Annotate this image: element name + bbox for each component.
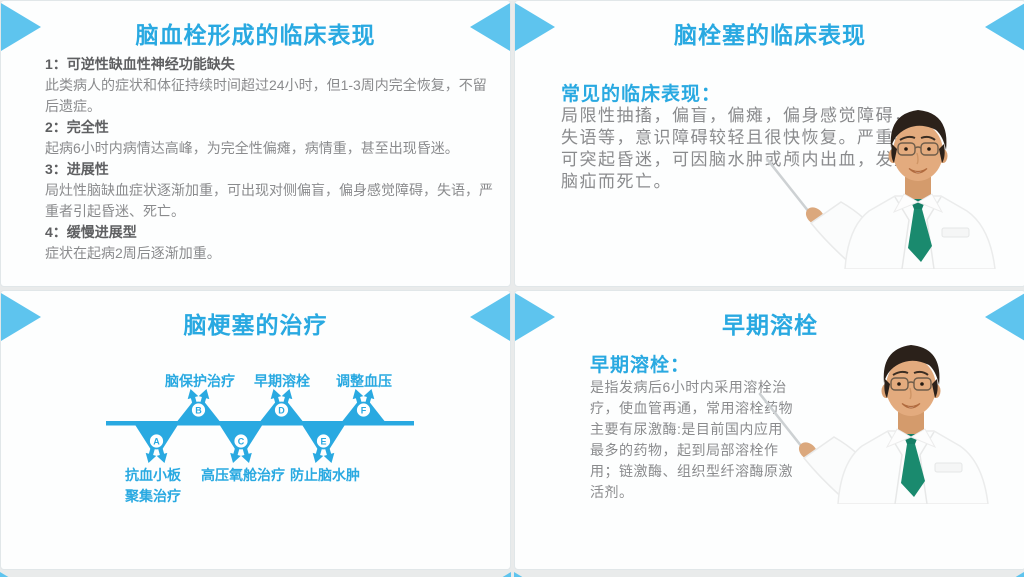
node-letter: B bbox=[195, 405, 202, 415]
body-paragraph: 局限性抽搐，偏盲，偏瘫，偏身感觉障碍，失语等，意识障碍较轻且很快恢复。严重者可突… bbox=[561, 106, 913, 191]
slide-thumbnail-1[interactable]: 脑血栓形成的临床表现 1：可逆性缺血性神经功能缺失 此类病人的症状和体征持续时间… bbox=[0, 0, 511, 287]
clinical-manifestation-list: 1：可逆性缺血性神经功能缺失 此类病人的症状和体征持续时间超过24小时，但1-3… bbox=[45, 54, 497, 264]
node-label: 早期溶栓 bbox=[254, 373, 310, 389]
corner-triangle-icon bbox=[471, 572, 511, 577]
slide-thumbnail-4[interactable]: 早期溶栓 早期溶栓： 是指发病后6小时内采用溶栓治疗，使血管再通，常用溶栓药物主… bbox=[514, 290, 1024, 570]
list-item-body: 局灶性脑缺血症状逐渐加重，可出现对侧偏盲，偏身感觉障碍，失语，严重者引起昏迷、死… bbox=[45, 182, 493, 219]
node-label: 脑保护治疗 bbox=[165, 373, 235, 389]
slide-title: 脑血栓形成的临床表现 bbox=[135, 22, 376, 48]
list-item-body: 症状在起病2周后逐渐加重。 bbox=[45, 245, 221, 261]
node-letter: D bbox=[278, 405, 285, 415]
slide-title: 脑梗塞的治疗 bbox=[183, 312, 328, 338]
node-letter: C bbox=[238, 436, 245, 446]
node-letter: A bbox=[153, 436, 160, 446]
corner-triangle-icon bbox=[984, 572, 1024, 577]
node-label: 抗血小板 bbox=[125, 467, 182, 483]
list-item-heading: 4：缓慢进展型 bbox=[45, 224, 137, 240]
body-paragraph: 是指发病后6小时内采用溶栓治疗，使血管再通，常用溶栓药物主要有尿激酶:是目前国内… bbox=[590, 379, 793, 500]
doctor-photo bbox=[765, 110, 996, 269]
list-item-heading: 1：可逆性缺血性神经功能缺失 bbox=[45, 56, 235, 72]
slide-title: 早期溶栓 bbox=[722, 312, 818, 338]
section-subtitle: 常见的临床表现： bbox=[561, 84, 722, 105]
slide-thumbnail-2[interactable]: 脑栓塞的临床表现 常见的临床表现： 局限性抽搐，偏盲，偏瘫，偏身感觉障碍，失语等… bbox=[514, 0, 1024, 287]
list-item-body: 起病6小时内病情达高峰，为完全性偏瘫，病情重，甚至出现昏迷。 bbox=[45, 140, 459, 156]
list-item-body: 此类病人的症状和体征持续时间超过24小时，但1-3周内完全恢复，不留后遗症。 bbox=[45, 77, 487, 114]
node-label: 聚集治疗 bbox=[124, 488, 181, 504]
corner-triangle-icon bbox=[0, 572, 40, 577]
treatment-timeline-diagram: B D F A C E 脑保护治疗 早期溶栓 调整血压 抗血小板 聚集治疗 高压… bbox=[106, 373, 414, 504]
list-item-heading: 2：完全性 bbox=[45, 119, 109, 135]
section-subtitle: 早期溶栓： bbox=[590, 355, 691, 376]
list-item-heading: 3：进展性 bbox=[45, 161, 109, 177]
node-label: 防止脑水肿 bbox=[290, 467, 360, 483]
node-letter: E bbox=[320, 436, 326, 446]
node-label: 调整血压 bbox=[336, 373, 392, 389]
slide-title: 脑栓塞的临床表现 bbox=[674, 22, 866, 48]
node-label: 高压氧舱治疗 bbox=[201, 467, 285, 483]
doctor-photo bbox=[758, 345, 989, 504]
corner-triangle-icon bbox=[514, 572, 554, 577]
node-letter: F bbox=[361, 405, 367, 415]
slide-thumbnail-3[interactable]: 脑梗塞的治疗 bbox=[0, 290, 511, 570]
